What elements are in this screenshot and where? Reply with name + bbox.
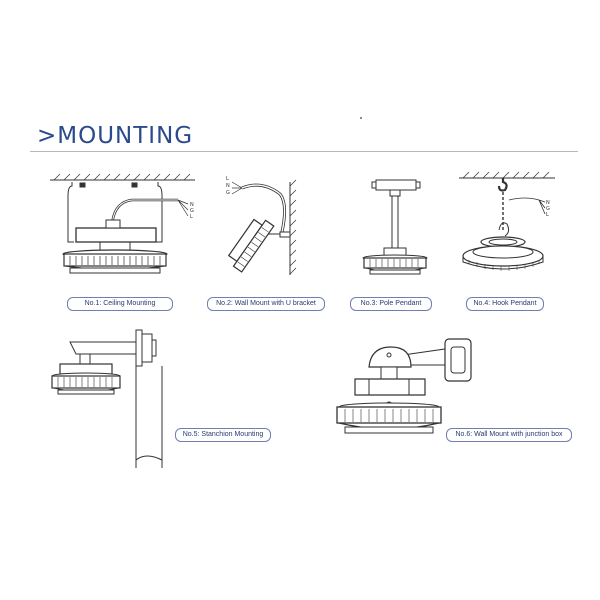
hook-pendant-diagram: N G L xyxy=(459,171,555,271)
title-divider xyxy=(30,151,578,152)
svg-text:L: L xyxy=(190,214,193,220)
svg-text:N: N xyxy=(546,200,550,206)
svg-text:N: N xyxy=(226,183,230,189)
svg-text:G: G xyxy=(546,206,550,212)
svg-text:L: L xyxy=(226,176,229,182)
page-title: >MOUNTING xyxy=(37,123,194,149)
caption-pole-pendant: No.3: Pole Pendant xyxy=(350,297,432,311)
ceiling-mounting-diagram: N G L xyxy=(50,173,195,274)
caption-stanchion-mounting: No.5: Stanchion Mounting xyxy=(175,428,271,442)
svg-text:L: L xyxy=(546,212,549,218)
stanchion-mounting-diagram xyxy=(51,329,163,468)
pole-pendant-diagram xyxy=(362,179,428,275)
caption-ceiling-mounting: No.1: Ceiling Mounting xyxy=(67,297,173,311)
wall-mount-junction-box-diagram xyxy=(336,338,472,434)
svg-text:G: G xyxy=(190,208,194,214)
caption-wall-mount-u-bracket: No.2: Wall Mount with U bracket xyxy=(207,297,325,311)
wall-mount-u-bracket-diagram: L N G xyxy=(226,176,297,275)
svg-text:N: N xyxy=(190,202,194,208)
caption-wall-mount-junction-box: No.6: Wall Mount with junction box xyxy=(446,428,572,442)
stray-dot xyxy=(360,117,362,119)
caption-hook-pendant: No.4: Hook Pendant xyxy=(466,297,544,311)
svg-text:G: G xyxy=(226,190,230,196)
